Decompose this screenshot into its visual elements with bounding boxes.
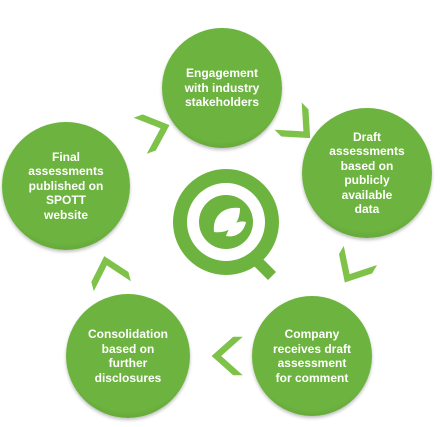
- label-line: Company: [284, 327, 340, 341]
- label-line: with industry: [184, 80, 260, 95]
- label-line: website: [43, 207, 88, 222]
- arrow-company-to-consolidation: [211, 336, 243, 376]
- arrow-final-to-engagement: [133, 114, 170, 154]
- label-line: stakeholders: [184, 95, 260, 110]
- label-line: further: [108, 356, 148, 370]
- label-line: receives draft: [272, 341, 352, 356]
- step-draft-circle: Draft assessments based on publicly avai…: [302, 108, 432, 238]
- arrow-consolidation-to-final: [91, 256, 131, 292]
- leaf-icon: [226, 221, 246, 237]
- hub-ring: [173, 169, 279, 275]
- step-final-label: Final assessments published on SPOTT web…: [22, 150, 109, 223]
- label-line: Consolidation: [88, 327, 168, 341]
- label-line: publicly: [344, 173, 390, 187]
- arrow-draft-to-company: [338, 245, 378, 283]
- label-line: assessments: [329, 144, 405, 158]
- label-line: Final: [51, 149, 80, 164]
- label-line: available: [341, 187, 393, 202]
- step-consolidation-label: Consolidation based on further disclosur…: [82, 327, 174, 385]
- label-line: published on: [28, 178, 104, 193]
- label-line: data: [354, 202, 380, 216]
- step-draft-label: Draft assessments based on publicly avai…: [323, 130, 410, 217]
- label-line: based on: [101, 341, 155, 356]
- step-engagement-circle: Engagement with industry stakeholders: [162, 28, 282, 148]
- step-company-label: Company receives draft assessment for co…: [267, 327, 357, 385]
- label-line: based on: [340, 158, 394, 173]
- label-line: assessments: [28, 164, 104, 179]
- label-line: SPOTT: [45, 193, 86, 208]
- step-engagement-label: Engagement with industry stakeholders: [179, 66, 266, 110]
- step-consolidation-circle: Consolidation based on further disclosur…: [66, 294, 190, 418]
- label-line: for comment: [275, 370, 349, 385]
- label-line: assessment: [277, 356, 347, 370]
- label-line: disclosures: [94, 370, 162, 385]
- step-company-circle: Company receives draft assessment for co…: [252, 296, 372, 416]
- arrow-engagement-to-draft: [274, 102, 311, 139]
- magnifier-handle: [250, 254, 276, 280]
- label-line: Draft: [352, 129, 381, 144]
- step-final-circle: Final assessments published on SPOTT web…: [2, 122, 130, 250]
- label-line: Engagement: [185, 66, 258, 81]
